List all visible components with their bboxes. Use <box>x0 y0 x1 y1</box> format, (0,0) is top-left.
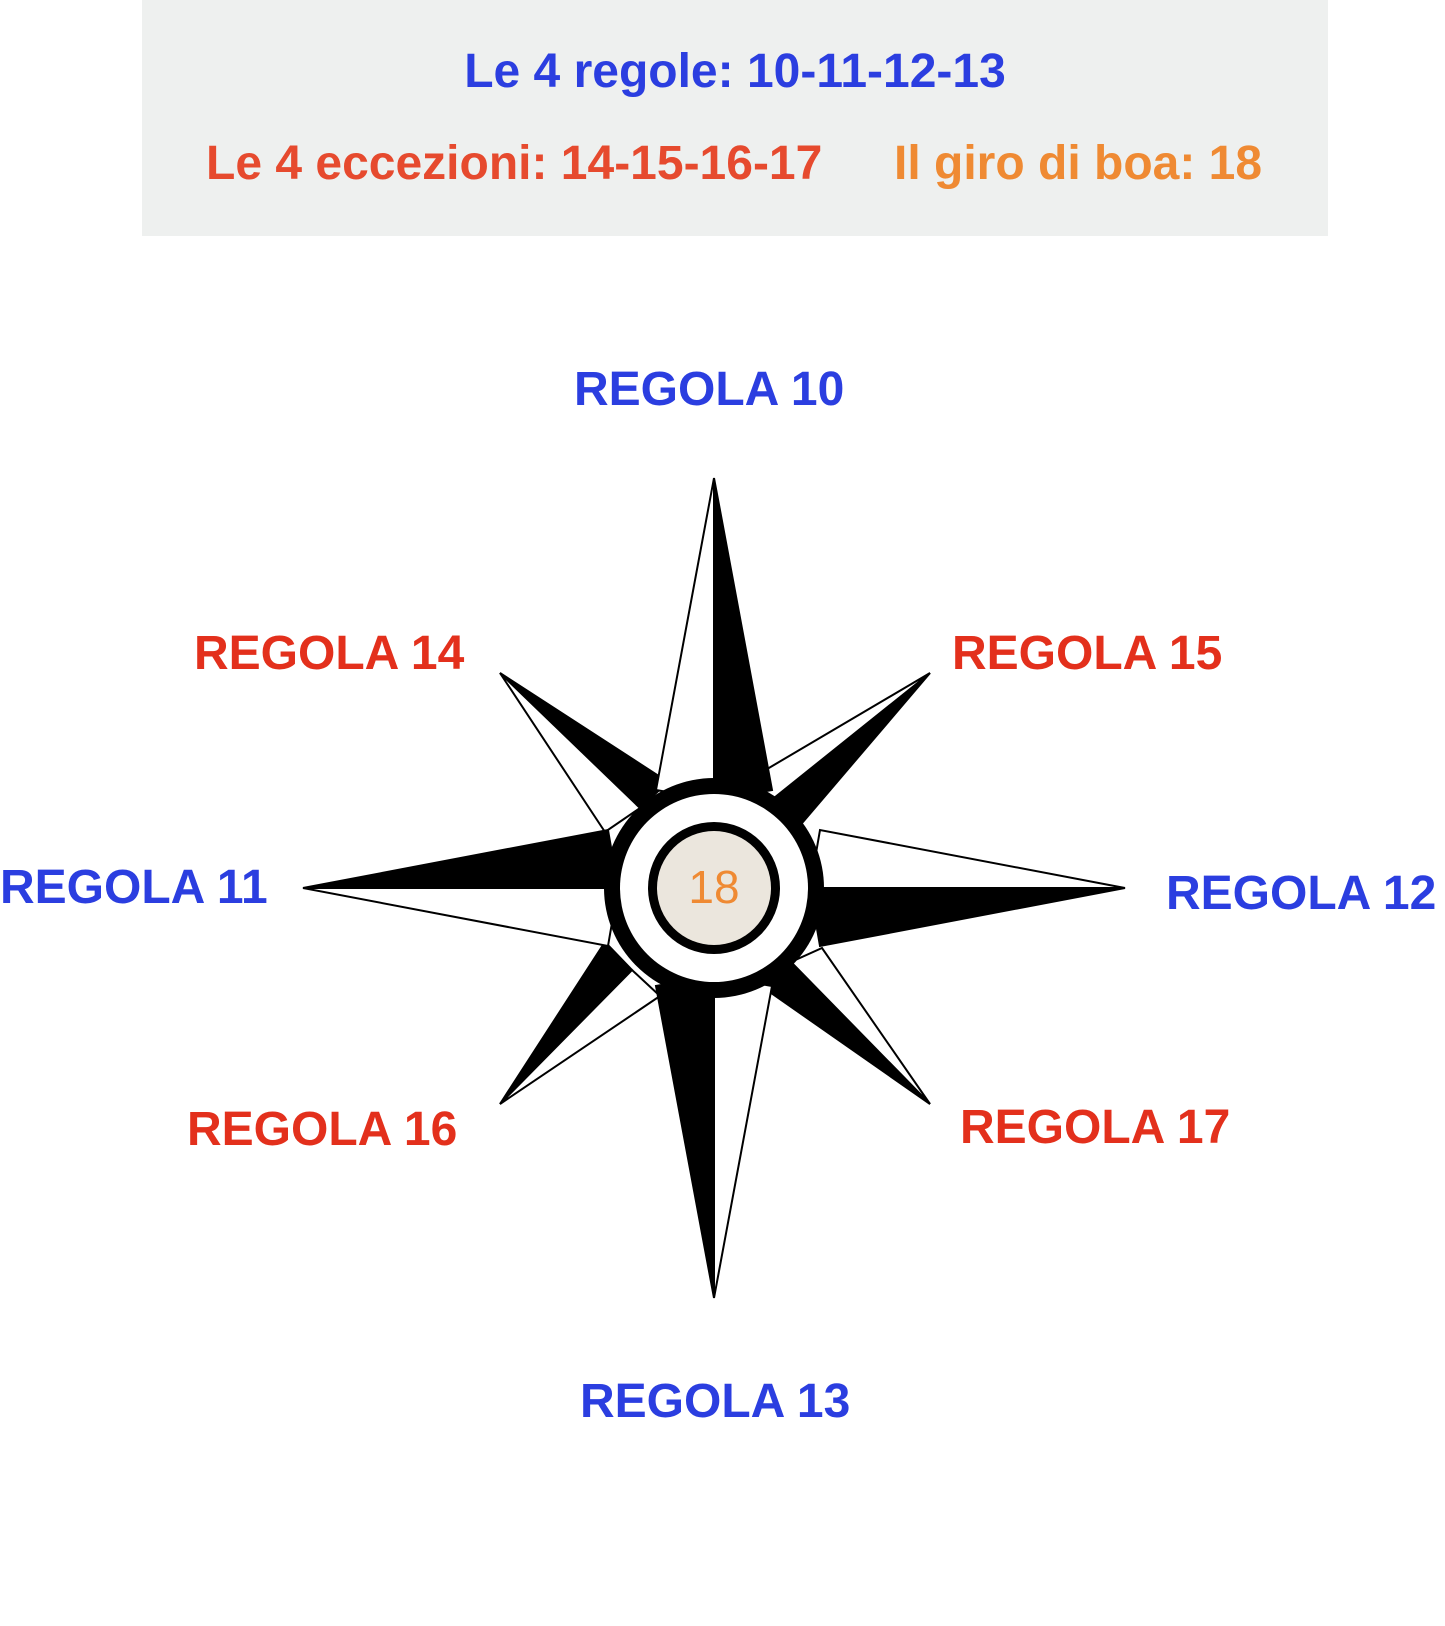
point-nw-light <box>499 672 642 834</box>
point-sw-light <box>499 968 662 1105</box>
center-number: 18 <box>688 861 740 913</box>
point-e-dark <box>808 887 1126 948</box>
label-west: REGOLA 11 <box>0 861 268 914</box>
compass-hub <box>604 778 824 998</box>
point-w-dark <box>302 828 620 889</box>
label-northwest: REGOLA 14 <box>194 627 465 680</box>
rules-line: Le 4 regole: 10-11-12-13 <box>464 45 1006 98</box>
point-n-light <box>654 477 715 802</box>
point-n-dark <box>713 477 774 802</box>
turn-line: Il giro di boa: 18 <box>894 137 1263 190</box>
label-north: REGOLA 10 <box>574 363 845 416</box>
label-southwest: REGOLA 16 <box>187 1103 458 1156</box>
header-box: Le 4 regole: 10-11-12-13 Le 4 eccezioni:… <box>142 0 1328 236</box>
point-e-light <box>808 828 1126 889</box>
label-northeast: REGOLA 15 <box>952 627 1223 680</box>
point-se-light <box>789 946 931 1105</box>
label-south: REGOLA 13 <box>580 1375 851 1428</box>
exceptions-line: Le 4 eccezioni: 14-15-16-17 <box>206 137 823 190</box>
point-s-light <box>713 974 774 1299</box>
label-east: REGOLA 12 <box>1166 867 1437 920</box>
compass-star <box>302 477 1126 1299</box>
point-s-dark <box>654 974 715 1299</box>
point-w-light <box>302 887 620 948</box>
label-southeast: REGOLA 17 <box>960 1101 1231 1154</box>
